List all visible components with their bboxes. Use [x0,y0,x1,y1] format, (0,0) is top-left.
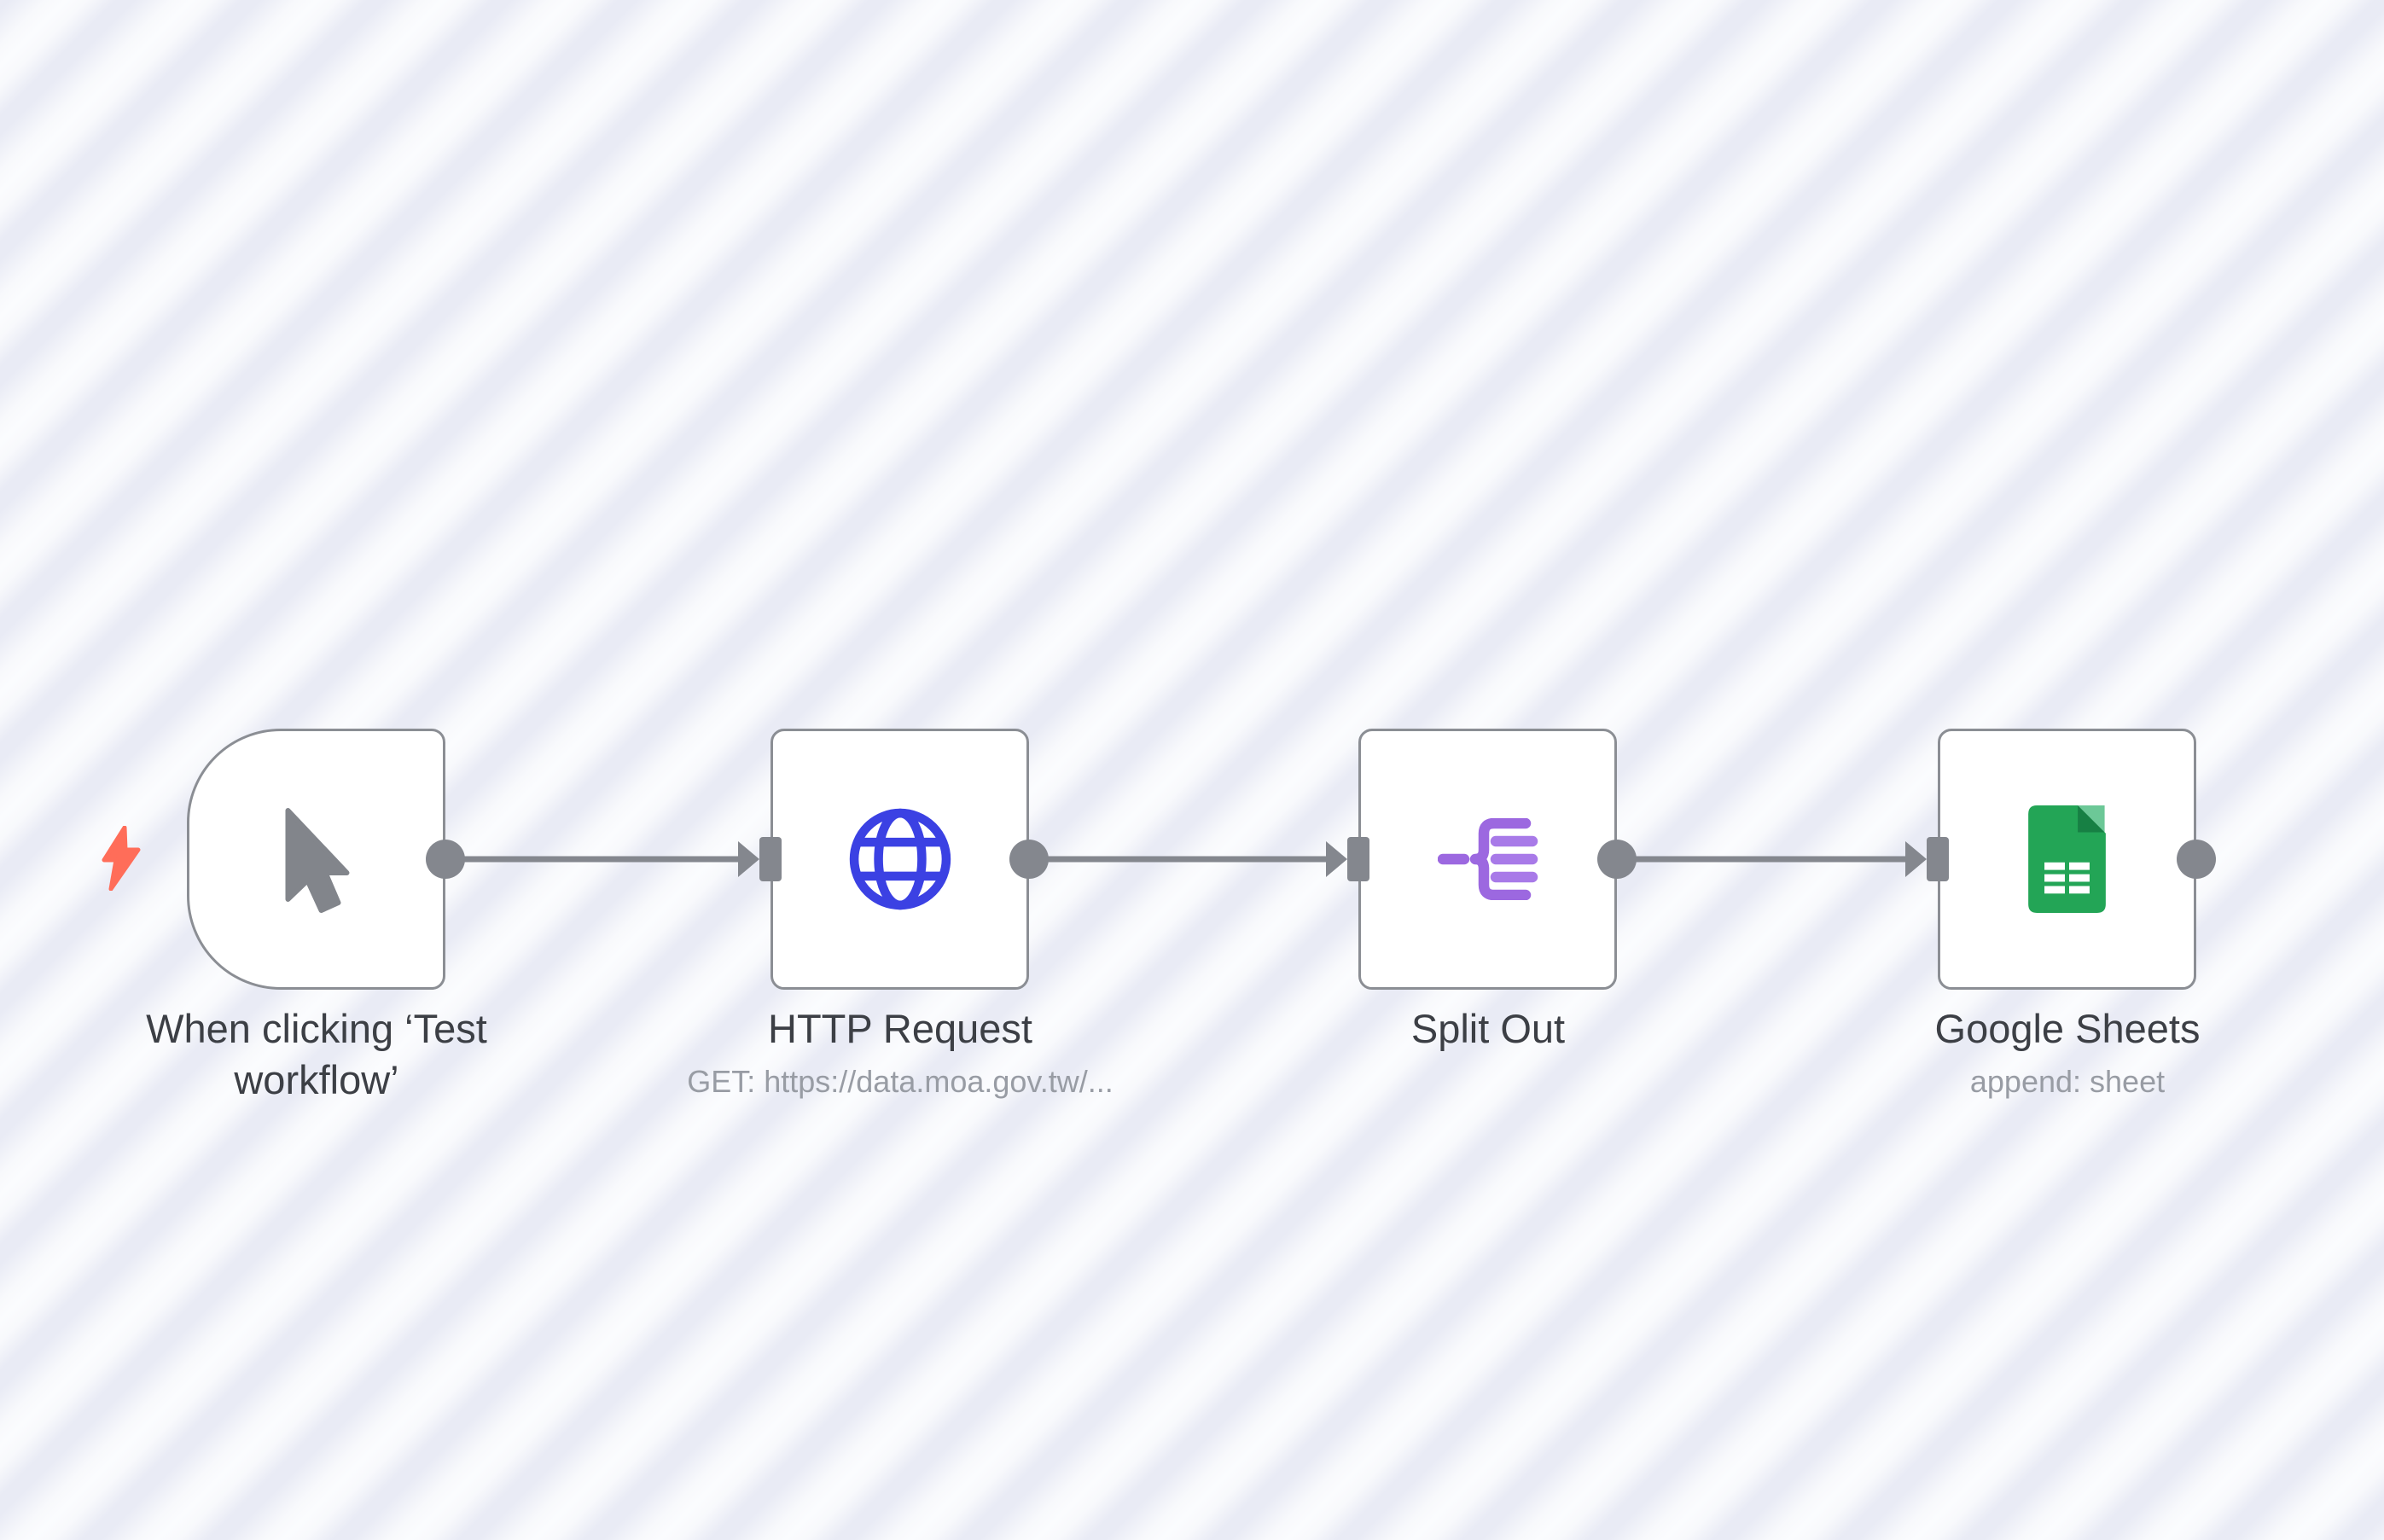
arrowhead-icon [1326,841,1347,877]
node-label-http-request: HTTP Request GET: https://data.moa.gov.t… [661,1003,1139,1100]
node-split-out[interactable] [1358,729,1617,990]
split-out-icon [1437,818,1538,900]
node-title: Split Out [1410,1006,1566,1051]
connection-split-to-sheets[interactable] [1617,837,1949,881]
node-label-manual-trigger: When clicking ‘Test workflow’ [78,1003,555,1106]
globe-icon [849,808,951,910]
node-title: When clicking ‘Test workflow’ [146,1006,487,1103]
connection-http-to-split[interactable] [1029,837,1369,881]
node-manual-trigger[interactable] [187,729,445,990]
node-label-split-out: Split Out [1249,1003,1727,1055]
google-sheets-icon [2028,805,2106,913]
node-label-google-sheets: Google Sheets append: sheet [1829,1003,2306,1100]
node-http-request[interactable] [770,729,1029,990]
mouse-cursor-icon [285,807,349,913]
node-subtitle: append: sheet [1969,1064,2166,1100]
node-title: HTTP Request [768,1006,1032,1051]
connection-trigger-to-http[interactable] [445,837,782,881]
node-google-sheets[interactable] [1938,729,2196,990]
arrowhead-icon [738,841,759,877]
arrowhead-icon [1905,841,1927,877]
lightning-bolt-icon [102,826,141,891]
node-title: Google Sheets [1934,1006,2201,1051]
node-subtitle: GET: https://data.moa.gov.tw/... [687,1064,1114,1100]
